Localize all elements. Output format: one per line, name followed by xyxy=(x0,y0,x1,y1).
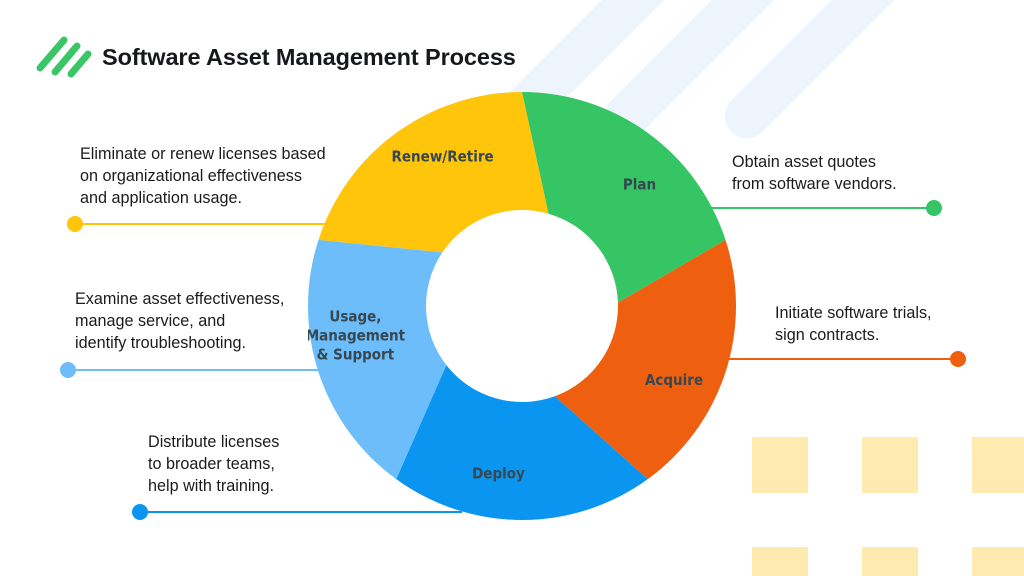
leader-deploy xyxy=(132,504,462,520)
callout-renew-retire: Eliminate or renew licenses based on org… xyxy=(80,143,380,209)
leader-line xyxy=(132,511,462,513)
leader-dot xyxy=(60,362,76,378)
segment-label-renew: Renew/Retire xyxy=(392,148,494,166)
callout-plan-text: Obtain asset quotes from software vendor… xyxy=(732,153,897,194)
callout-usage-text: Examine asset effectiveness, manage serv… xyxy=(75,290,285,353)
callout-plan: Obtain asset quotes from software vendor… xyxy=(732,151,1012,195)
leader-dot xyxy=(132,504,148,520)
callout-usage: Examine asset effectiveness, manage serv… xyxy=(75,288,375,354)
callout-deploy-text: Distribute licenses to broader teams, he… xyxy=(148,433,280,496)
leader-usage xyxy=(60,362,340,378)
callout-renew-retire-text: Eliminate or renew licenses based on org… xyxy=(80,145,326,208)
leader-dot xyxy=(67,216,83,232)
donut-segment-plan[interactable] xyxy=(522,92,726,303)
segment-label-plan: Plan xyxy=(623,175,656,193)
page-header: Software Asset Management Process xyxy=(30,34,516,80)
square-grid-decor xyxy=(752,437,1024,576)
segment-label-deploy: Deploy xyxy=(472,465,525,483)
leader-line xyxy=(60,369,340,371)
leader-plan xyxy=(690,200,942,216)
leader-acquire xyxy=(712,351,966,367)
donut-segment-renew[interactable] xyxy=(318,92,549,253)
leader-line xyxy=(67,223,357,225)
donut-segment-acquire[interactable] xyxy=(554,239,736,480)
three-slashes-logo-icon xyxy=(36,36,92,78)
leader-line xyxy=(712,358,966,360)
leader-renew-retire xyxy=(67,216,357,232)
callout-acquire: Initiate software trials, sign contracts… xyxy=(775,302,1024,346)
leader-dot xyxy=(926,200,942,216)
segment-label-usage: Usage,Management& Support xyxy=(308,307,406,363)
segment-label-acquire: Acquire xyxy=(645,371,703,389)
callout-acquire-text: Initiate software trials, sign contracts… xyxy=(775,304,932,345)
callout-deploy: Distribute licenses to broader teams, he… xyxy=(148,431,448,497)
leader-line xyxy=(690,207,942,209)
donut-segments xyxy=(308,92,736,520)
leader-dot xyxy=(950,351,966,367)
donut-segment-deploy[interactable] xyxy=(396,365,648,520)
donut-segment-usage[interactable] xyxy=(308,239,447,480)
page-title: Software Asset Management Process xyxy=(102,43,516,70)
